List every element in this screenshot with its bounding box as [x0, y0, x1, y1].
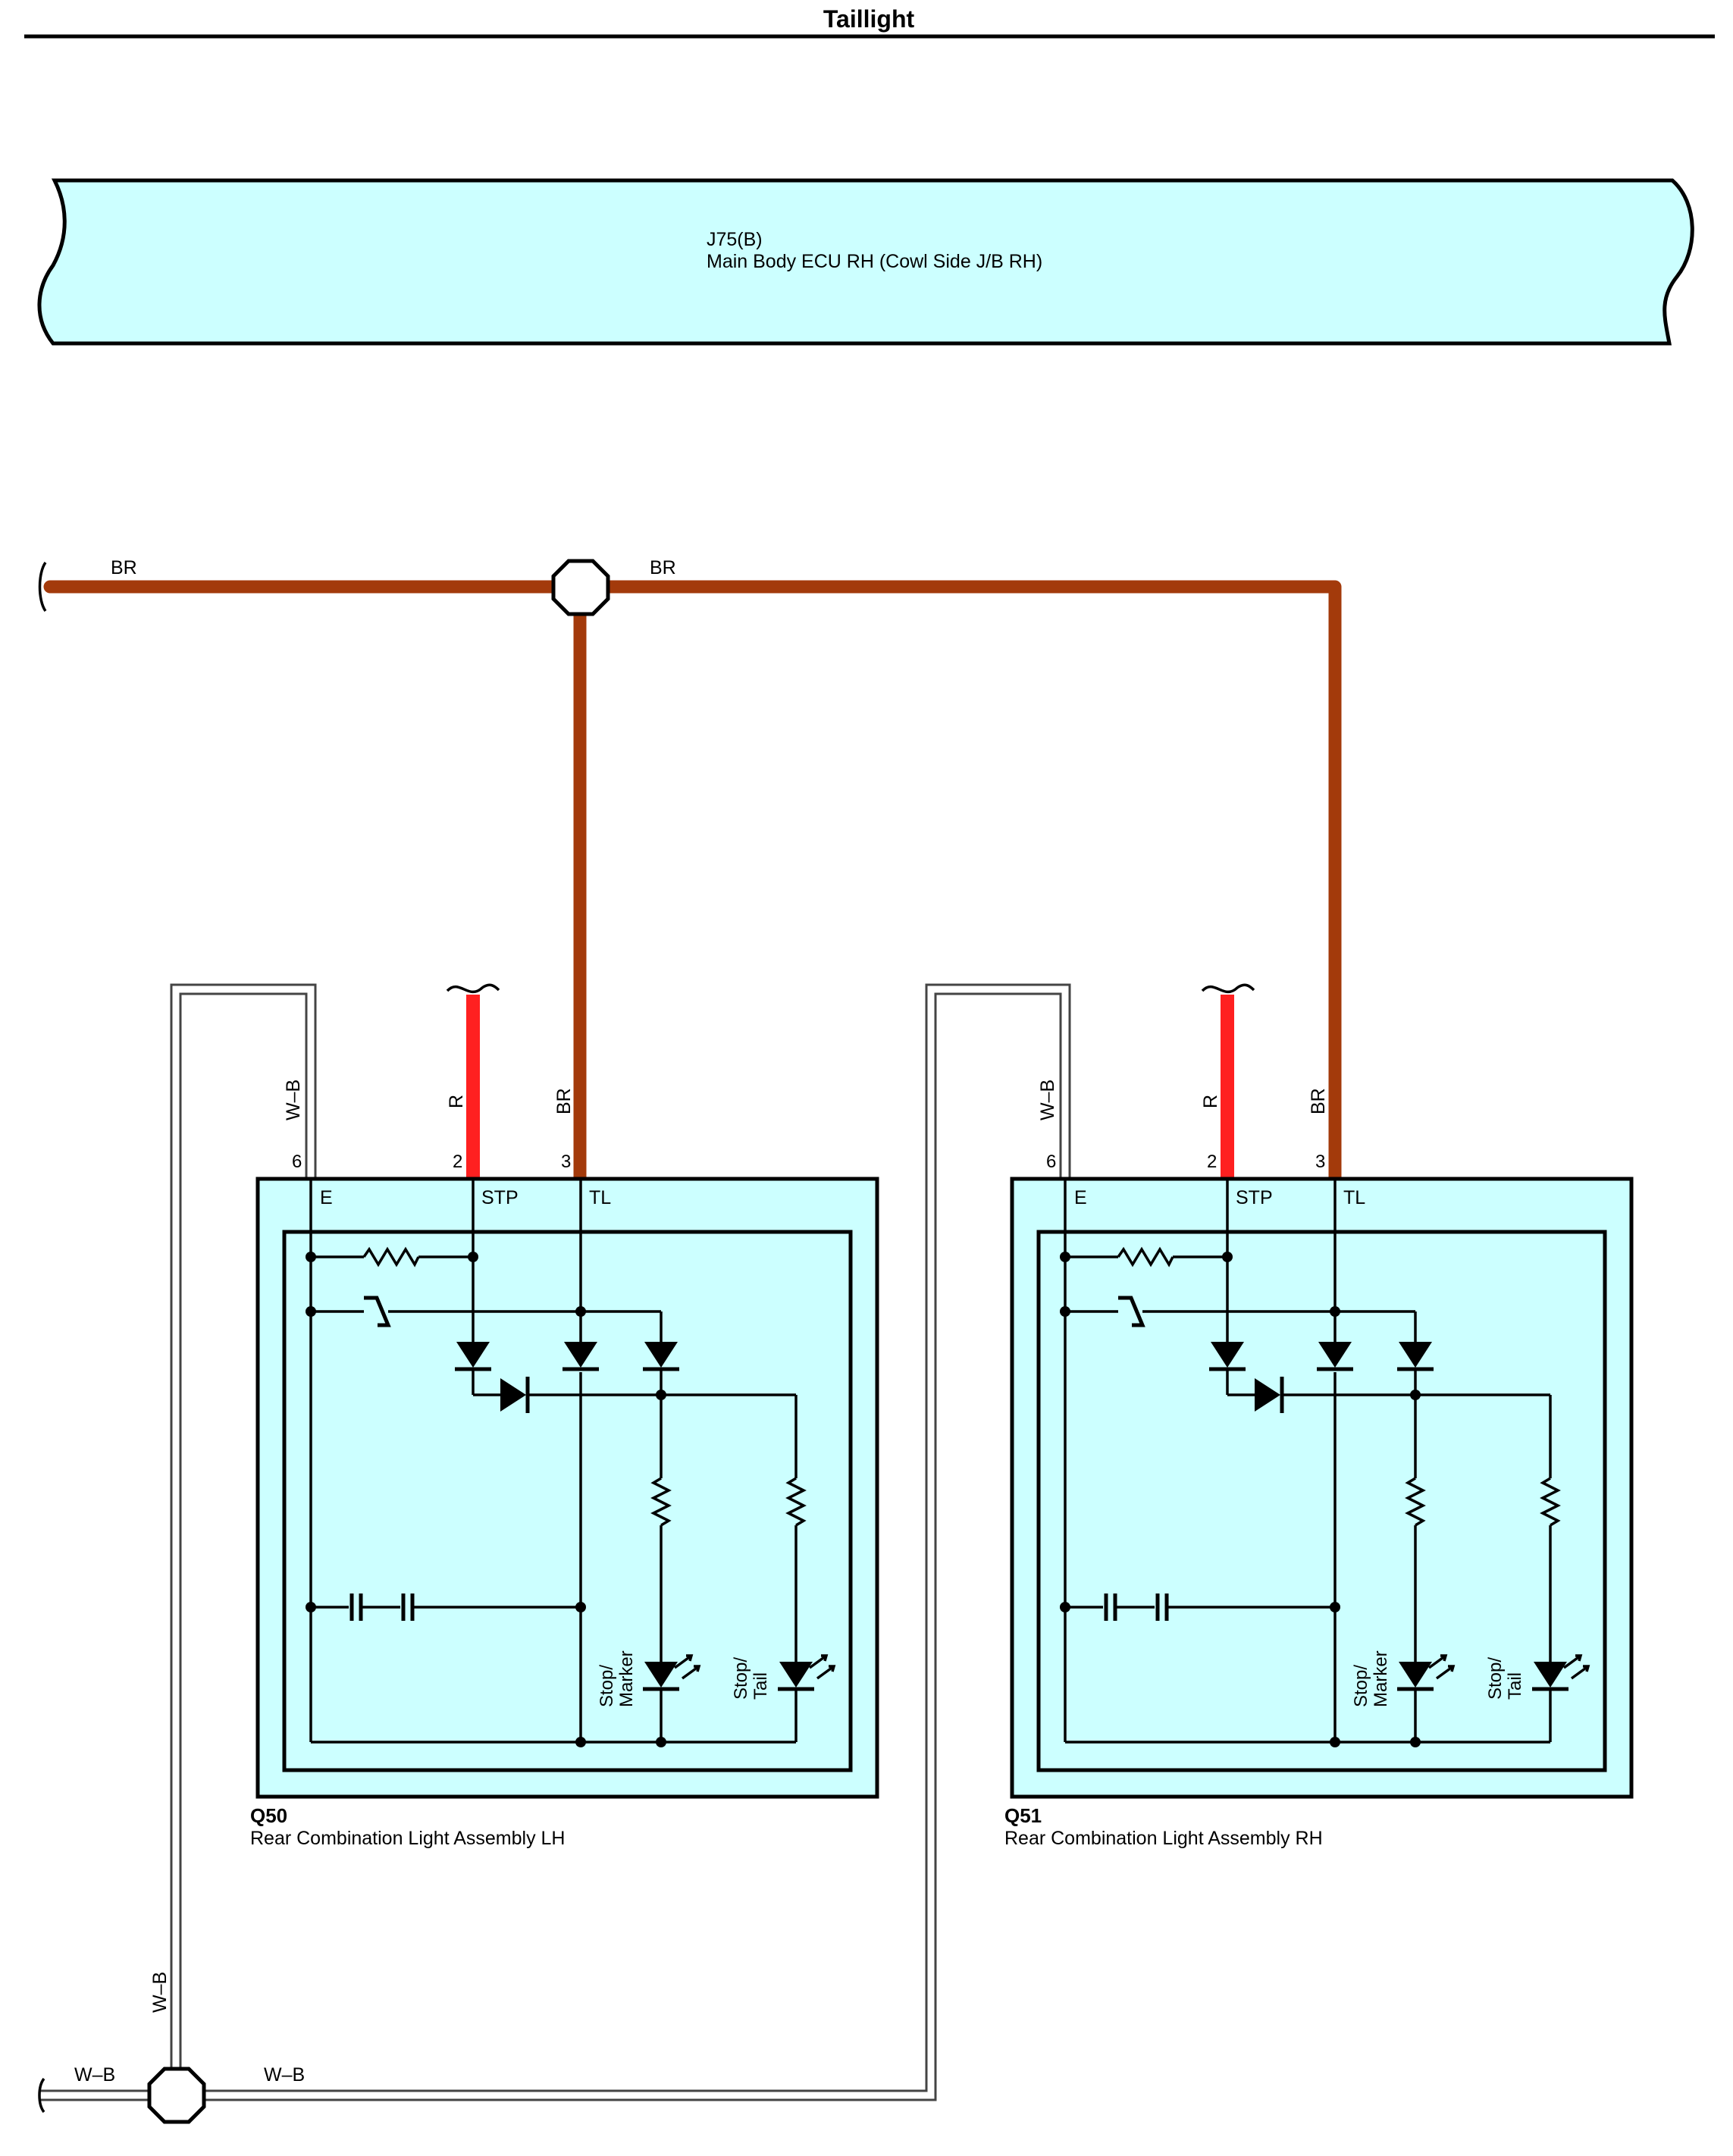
ecu-block — [37, 178, 1694, 346]
terminal-e: E — [1074, 1187, 1087, 1208]
wire-label-wb: W–B — [1037, 1080, 1058, 1120]
component-inner-box — [282, 1230, 853, 1772]
br-wires — [43, 580, 1342, 1184]
led2-label-line2: Tail — [751, 1672, 771, 1700]
led1-label-line1: Stop/ — [1351, 1665, 1371, 1707]
r-break-mark-lh — [446, 983, 500, 994]
wb-bottom-right-label: W–B — [264, 2064, 305, 2085]
wire-label-wb: W–B — [283, 1080, 304, 1120]
assembly-name: Rear Combination Light Assembly RH — [1004, 1828, 1323, 1849]
br-break-mark — [38, 561, 47, 613]
br-left-label: BR — [111, 557, 137, 578]
terminal-stp: STP — [481, 1187, 519, 1208]
diode-icon — [1399, 1342, 1432, 1368]
component-outer-box — [1010, 1177, 1634, 1799]
wire-label-br: BR — [1308, 1088, 1329, 1114]
led1-label-line1: Stop/ — [597, 1665, 617, 1707]
led2-label-line1: Stop/ — [1485, 1657, 1506, 1700]
pin-3: 3 — [1315, 1152, 1325, 1172]
wb-bottom-left-label: W–B — [74, 2064, 115, 2085]
assembly-code: Q51 — [1004, 1804, 1042, 1827]
wb-break-mark — [38, 2077, 45, 2114]
led2-label-line1: Stop/ — [731, 1657, 751, 1700]
terminal-tl: TL — [589, 1187, 611, 1208]
terminal-stp: STP — [1236, 1187, 1273, 1208]
led-icon — [1534, 1662, 1567, 1688]
wire-label-r: R — [446, 1095, 467, 1108]
internal-circuit — [1060, 1179, 1590, 1747]
led1-label-line2: Marker — [616, 1650, 637, 1707]
led-icon — [1399, 1662, 1432, 1688]
diode-icon — [644, 1342, 678, 1368]
wb-vertical-label: W–B — [149, 1972, 171, 2013]
zener-diode-icon — [364, 1296, 391, 1327]
resistor-icon — [362, 1246, 420, 1268]
terminal-tl: TL — [1343, 1187, 1365, 1208]
wire-label-br: BR — [553, 1088, 575, 1114]
pin-2: 2 — [1207, 1152, 1217, 1172]
component-outer-box — [255, 1177, 879, 1799]
resistor-icon — [1117, 1246, 1174, 1268]
internal-circuit — [306, 1179, 836, 1747]
pin-2: 2 — [453, 1152, 462, 1172]
diode-icon — [456, 1342, 490, 1368]
pin-6: 6 — [292, 1152, 302, 1172]
r-wire-lh — [466, 995, 480, 1179]
r-wire-rh — [1221, 995, 1234, 1179]
resistor-icon — [1405, 1477, 1426, 1527]
wb-splice — [147, 2067, 206, 2124]
ecu-name: Main Body ECU RH (Cowl Side J/B RH) — [707, 251, 1042, 272]
pin-3: 3 — [561, 1152, 571, 1172]
r-break-mark-rh — [1201, 983, 1255, 994]
led-icon — [644, 1662, 678, 1688]
pin-6: 6 — [1046, 1152, 1056, 1172]
br-splice — [551, 559, 610, 616]
assembly-code: Q50 — [250, 1804, 287, 1827]
br-right-label: BR — [650, 557, 676, 578]
assembly-q51: W–B R BR 6 2 3 E STP TL — [1004, 1080, 1634, 1849]
diode-icon — [564, 1342, 597, 1368]
resistor-icon — [1540, 1477, 1561, 1527]
assembly-q50: W–B R BR 6 2 3 E STP TL — [250, 1080, 879, 1849]
led1-label-line2: Marker — [1371, 1650, 1391, 1707]
led2-label-line2: Tail — [1505, 1672, 1525, 1700]
zener-diode-icon — [1118, 1296, 1145, 1327]
led-icon — [779, 1662, 813, 1688]
assembly-name: Rear Combination Light Assembly LH — [250, 1828, 565, 1849]
wire-label-r: R — [1200, 1095, 1221, 1108]
resistor-icon — [650, 1477, 672, 1527]
diode-icon — [1211, 1342, 1244, 1368]
terminal-e: E — [320, 1187, 333, 1208]
diode-icon — [1255, 1378, 1280, 1412]
page-title: Taillight — [823, 5, 915, 33]
ecu-code: J75(B) — [707, 229, 763, 250]
diode-icon — [500, 1378, 526, 1412]
component-inner-box — [1036, 1230, 1607, 1772]
resistor-icon — [785, 1477, 807, 1527]
diode-icon — [1318, 1342, 1352, 1368]
